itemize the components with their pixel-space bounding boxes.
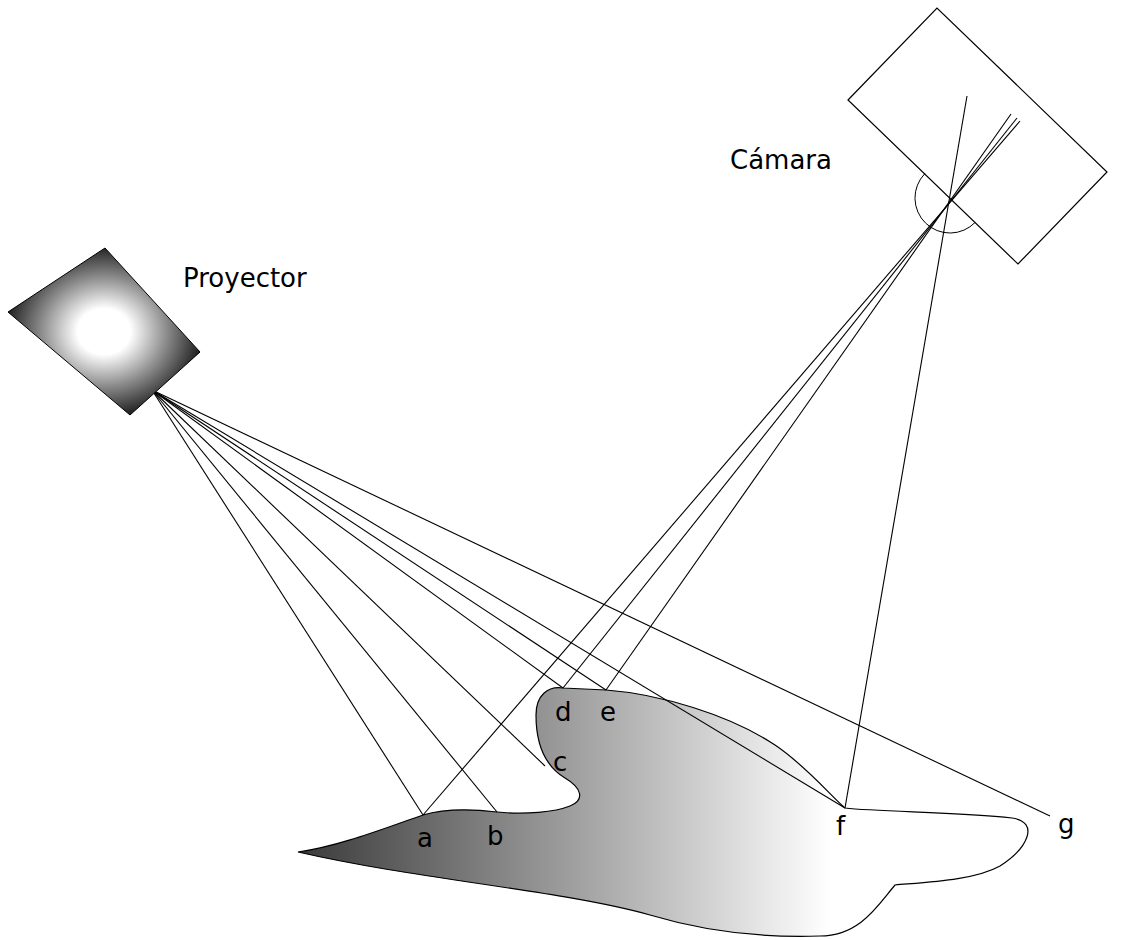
point-label: g <box>1058 810 1075 839</box>
projector-ray <box>152 390 497 812</box>
camera-box: Cámara <box>720 0 1124 270</box>
point-label: f <box>836 812 845 841</box>
camera-ray <box>845 96 967 808</box>
point-label: a <box>417 824 433 853</box>
point-label: b <box>487 822 504 851</box>
device-label: Proyector <box>183 264 307 293</box>
device-label: Cámara <box>730 146 832 175</box>
projector-ray <box>152 390 606 690</box>
point-anchor: b <box>487 822 504 851</box>
projector-ray <box>152 390 563 688</box>
point-label: c <box>553 748 567 777</box>
camera-lens <box>915 174 975 233</box>
camera-shape <box>720 0 1124 270</box>
point-anchor: f <box>836 812 845 841</box>
projector-body <box>8 248 200 415</box>
projector-ray <box>152 390 545 766</box>
point-label: d <box>555 698 572 727</box>
point-anchor: d <box>555 698 572 727</box>
point-label: e <box>600 698 616 727</box>
projector-ray <box>152 390 845 808</box>
point-anchor: c <box>553 748 567 777</box>
camera-body <box>848 8 1107 264</box>
point-anchor: a <box>417 824 433 853</box>
camera-ray <box>606 114 1011 690</box>
camera-ray <box>423 121 1020 815</box>
projector-box: Proyector <box>0 236 340 426</box>
point-anchor: g <box>1058 810 1075 839</box>
object-surface <box>298 688 1028 937</box>
projector-ray <box>152 390 1050 816</box>
point-anchor: e <box>600 698 616 727</box>
